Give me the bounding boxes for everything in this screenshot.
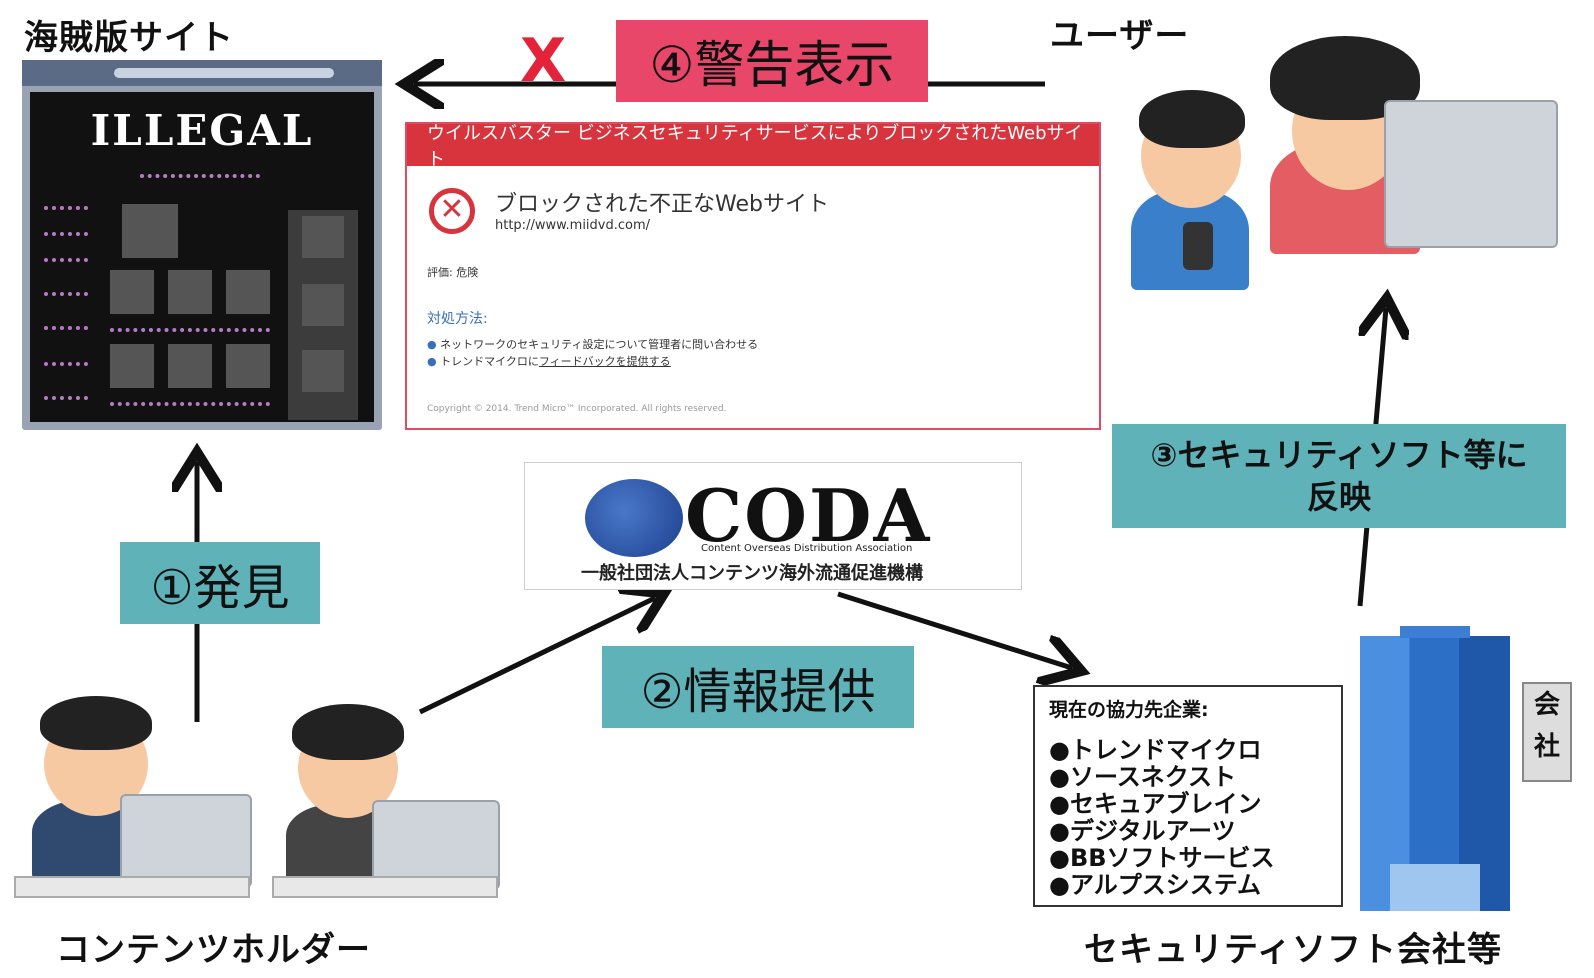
text-placeholder xyxy=(44,292,88,300)
bullet-icon: ● xyxy=(427,355,441,368)
text-placeholder xyxy=(44,326,88,334)
content-holder-label: コンテンツホルダー xyxy=(56,930,371,970)
pirate-site-label: 海賊版サイト xyxy=(24,18,234,58)
thumbnail xyxy=(302,216,344,258)
partner-item: ●トレンドマイクロ xyxy=(1049,736,1262,764)
coda-name: CODA xyxy=(685,473,932,558)
blocked-url: http://www.miidvd.com/ xyxy=(495,218,651,233)
security-company-label: セキュリティソフト会社等 xyxy=(1084,930,1502,970)
warning-header: ウイルスバスター ビジネスセキュリティサービスによりブロックされたWebサイト xyxy=(407,123,1099,170)
pirate-screen: ILLEGAL xyxy=(30,92,374,422)
step1-discover-label: ①発見 xyxy=(120,542,320,624)
block-mark: X xyxy=(520,26,567,96)
text-placeholder xyxy=(110,402,270,410)
content-holder-woman-illustration xyxy=(272,700,500,912)
thumbnail xyxy=(168,270,212,314)
copyright: Copyright © 2014. Trend Micro™ Incorpora… xyxy=(427,404,727,414)
text-placeholder xyxy=(44,258,88,266)
partners-list: ●トレンドマイクロ ●ソースネクスト ●セキュアブレイン ●デジタルアーツ ●B… xyxy=(1049,737,1275,899)
step3-line1: ③セキュリティソフト等に xyxy=(1150,436,1528,474)
desk xyxy=(14,876,250,898)
howto-item: ● トレンドマイクロにフィードバックを提供する xyxy=(427,353,671,369)
partner-item: ●セキュアブレイン xyxy=(1049,790,1262,818)
partner-item: ●ソースネクスト xyxy=(1049,763,1237,791)
step4-warning-label: ④警告表示 xyxy=(616,20,928,102)
thumbnail xyxy=(168,344,212,388)
arrow-provide-info xyxy=(418,598,655,715)
company-sign: 会 社 xyxy=(1522,682,1572,782)
partners-caption: 現在の協力先企業: xyxy=(1049,699,1209,721)
coda-english-name: Content Overseas Distribution Associatio… xyxy=(701,543,913,554)
thumbnail xyxy=(302,350,344,392)
howto-item-text: ネットワークのセキュリティ設定について管理者に問い合わせる xyxy=(440,338,759,351)
sign-char: 会 xyxy=(1533,690,1560,720)
text-placeholder xyxy=(140,174,260,182)
text-placeholder xyxy=(44,206,88,214)
illegal-banner: ILLEGAL xyxy=(90,106,314,155)
boy-hair xyxy=(1139,90,1245,148)
globe-icon xyxy=(585,479,683,557)
step3-reflect-label: ③セキュリティソフト等に 反映 xyxy=(1112,424,1566,528)
user-boy-illustration xyxy=(1125,80,1255,290)
rating-label: 評価: xyxy=(427,266,453,279)
thumbnail xyxy=(110,270,154,314)
thumbnail xyxy=(122,204,178,258)
step3-line2: 反映 xyxy=(1306,478,1371,516)
browser-toolbar xyxy=(22,60,382,86)
smartphone-icon xyxy=(1183,222,1213,270)
man-hair xyxy=(40,696,152,750)
sign-char: 社 xyxy=(1533,732,1560,762)
thumbnail xyxy=(302,284,344,326)
arrow-to-security xyxy=(837,591,1072,668)
coda-japanese-name: 一般社団法人コンテンツ海外流通促進機構 xyxy=(581,563,923,584)
howto-heading: 対処方法: xyxy=(427,311,488,327)
partner-item: ●アルプスシステム xyxy=(1049,871,1261,899)
thumbnail xyxy=(110,344,154,388)
pirate-site-browser: ILLEGAL xyxy=(22,60,382,430)
partner-item: ●デジタルアーツ xyxy=(1049,817,1236,845)
text-placeholder xyxy=(44,396,88,404)
building-roof xyxy=(1400,626,1470,638)
thumbnail xyxy=(226,344,270,388)
rating-value: 危険 xyxy=(456,266,479,279)
text-placeholder xyxy=(44,232,88,240)
user-label: ユーザー xyxy=(1050,16,1190,56)
content-holder-man-illustration xyxy=(14,690,252,912)
text-placeholder xyxy=(44,362,88,370)
step2-provide-info-label: ②情報提供 xyxy=(602,646,914,728)
coda-logo: CODA Content Overseas Distribution Assoc… xyxy=(524,462,1022,590)
block-warning-page: ウイルスバスター ビジネスセキュリティサービスによりブロックされたWebサイト … xyxy=(405,122,1101,430)
woman-hair xyxy=(292,704,404,760)
block-x-icon: ✕ xyxy=(429,188,475,234)
laptop-icon xyxy=(1384,100,1558,248)
bullet-icon: ● xyxy=(427,338,441,351)
howto-item: ● ネットワークのセキュリティ設定について管理者に問い合わせる xyxy=(427,336,758,352)
address-bar xyxy=(114,68,334,78)
laptop-icon xyxy=(120,794,252,888)
partner-item: ●BBソフトサービス xyxy=(1049,844,1275,872)
rating: 評価: 危険 xyxy=(427,264,478,280)
partner-companies-box: 現在の協力先企業: ●トレンドマイクロ ●ソースネクスト ●セキュアブレイン ●… xyxy=(1033,685,1343,907)
building-entrance xyxy=(1390,864,1480,911)
howto-item-text: トレンドマイクロに xyxy=(440,355,539,368)
desk xyxy=(272,876,498,898)
company-building-icon xyxy=(1360,626,1518,911)
feedback-link[interactable]: フィードバックを提供する xyxy=(538,355,671,368)
thumbnail xyxy=(226,270,270,314)
user-woman-illustration xyxy=(1262,16,1562,256)
text-placeholder xyxy=(110,328,270,336)
warning-title: ブロックされた不正なWebサイト xyxy=(495,192,829,217)
